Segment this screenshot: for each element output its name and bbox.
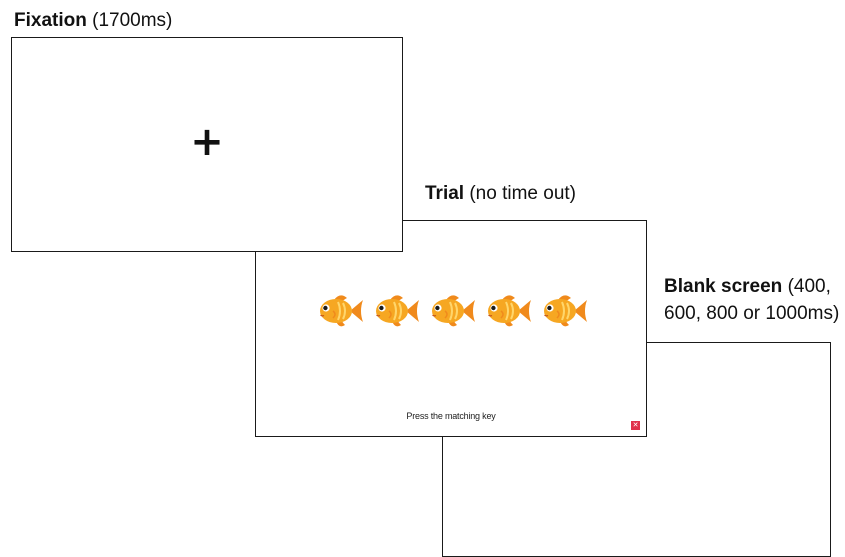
close-icon: ✕ (632, 422, 639, 429)
trial-detail: (no time out) (469, 183, 577, 204)
close-button[interactable]: ✕ (631, 421, 640, 430)
trial-label: Trial (no time out) (425, 181, 576, 206)
blank-detail-line1: (400, (787, 276, 831, 297)
fixation-screen: + (11, 37, 403, 252)
trial-title: Trial (425, 183, 465, 204)
blank-label-line1: Blank screen (400, (664, 273, 839, 300)
fixation-title: Fixation (14, 10, 87, 31)
blank-title: Blank screen (664, 276, 783, 297)
blank-label: Blank screen (400, 600, 800 or 1000ms) (664, 273, 839, 327)
goldfish-icon (376, 295, 419, 327)
trial-prompt: Press the matching key (406, 411, 496, 421)
fixation-detail: (1700ms) (92, 10, 173, 31)
fixation-label: Fixation (1700ms) (14, 8, 172, 33)
goldfish-icon (432, 295, 475, 327)
fixation-cross: + (190, 119, 224, 166)
goldfish-icon (488, 295, 531, 327)
stimulus-row (316, 291, 588, 331)
blank-detail-line2: 600, 800 or 1000ms) (664, 303, 840, 324)
trial-screen: Press the matching key ✕ (255, 220, 647, 437)
goldfish-icon (320, 295, 363, 327)
goldfish-icon (544, 295, 587, 327)
